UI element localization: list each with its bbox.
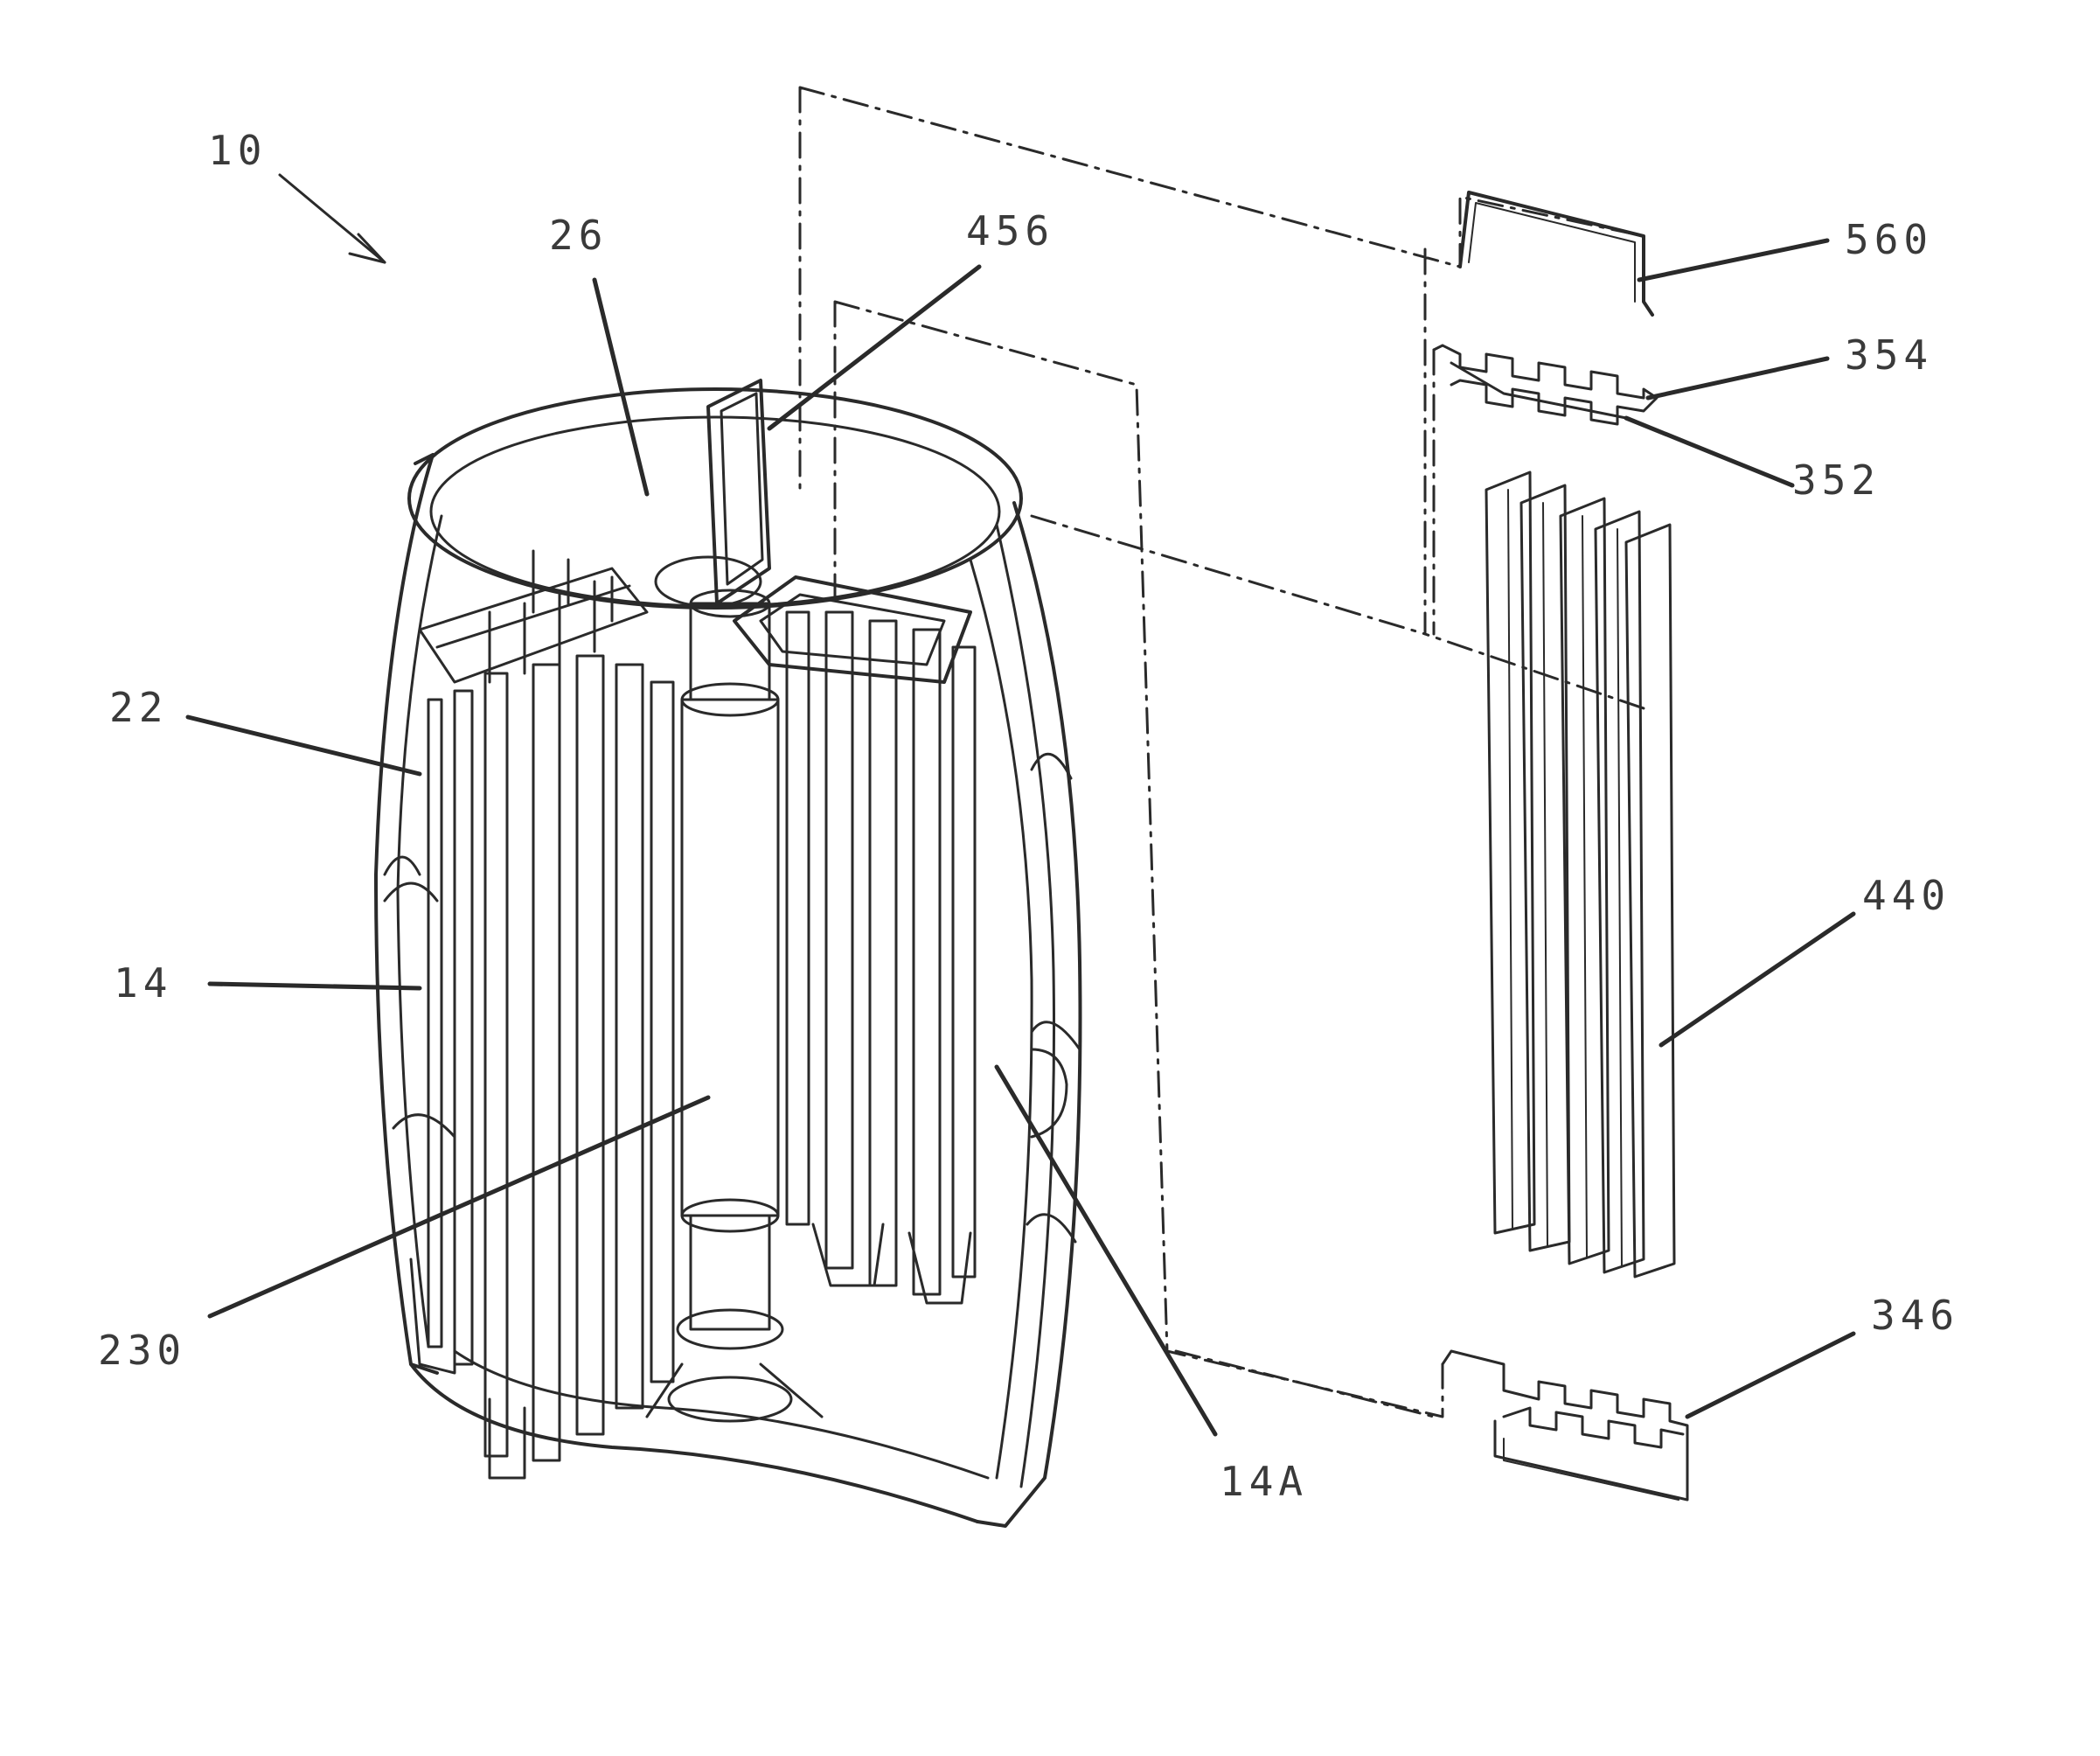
label-lower-comb: 346 (1871, 1292, 1959, 1339)
label-outer-shell: 22 (109, 684, 168, 731)
shell-right-inner (970, 560, 1032, 1478)
bracket-plate-edge (721, 394, 762, 584)
top-tab (1460, 192, 1652, 315)
leader-346 (1687, 1334, 1853, 1417)
exploded-outline-inner (835, 302, 1443, 1417)
band-1 (385, 857, 420, 875)
shell-bottom (411, 1364, 977, 1522)
shell-right-edge (997, 525, 1054, 1487)
loose-fin (1626, 525, 1674, 1277)
upper-knob (656, 557, 761, 606)
top-tab-inner (1469, 203, 1635, 302)
exploded-outline-outer (800, 87, 1644, 708)
lower-comb (1443, 1351, 1687, 1500)
device-fin (787, 612, 809, 1224)
leader-230 (210, 1098, 708, 1316)
device-fin (914, 630, 940, 1294)
device-fin (826, 612, 852, 1268)
leader-440 (1661, 914, 1853, 1045)
label-upper-comb-edge: 352 (1792, 456, 1881, 504)
device-fin (953, 647, 975, 1277)
upper-comb (1434, 345, 1657, 424)
label-top-tab: 560 (1845, 216, 1933, 263)
lower-bracket (411, 1259, 455, 1373)
exploded-parts (800, 87, 1687, 1500)
loose-fins (1486, 472, 1674, 1277)
label-upper-comb: 354 (1845, 331, 1933, 379)
leader-26 (595, 280, 647, 494)
shell-notch (1032, 1049, 1067, 1137)
shaft-body (682, 700, 778, 1216)
label-fins: 440 (1862, 872, 1950, 919)
label-top-cap: 26 (549, 212, 608, 259)
device-fin (870, 621, 896, 1286)
label-shell-wall: 14 (114, 959, 172, 1007)
device-fin (428, 700, 442, 1347)
label-shell-section: 14A (1220, 1458, 1308, 1505)
band-4 (1032, 1022, 1080, 1049)
leader-10 (280, 175, 385, 262)
leader-560 (1639, 240, 1827, 280)
shell-right-outline (977, 503, 1081, 1526)
leader-354 (1648, 359, 1827, 398)
wire-cage (533, 551, 612, 621)
leader-14 (210, 984, 420, 988)
device-fin (616, 665, 643, 1408)
device-fin (577, 656, 603, 1434)
leader-14A (997, 1067, 1215, 1434)
band-6 (393, 1115, 455, 1137)
label-device: 10 (208, 127, 267, 174)
label-bracket: 456 (966, 207, 1054, 254)
lower-strut (761, 1364, 822, 1417)
lower-bracket (813, 1224, 883, 1286)
device-fin (533, 665, 560, 1460)
lower-comb-teeth (1504, 1408, 1683, 1447)
label-center-shaft: 230 (98, 1327, 186, 1374)
device-fin (455, 691, 472, 1364)
device-fin (651, 682, 673, 1382)
band-5 (1027, 1215, 1075, 1242)
device-fin (485, 673, 507, 1456)
leader-352 (1626, 418, 1792, 485)
